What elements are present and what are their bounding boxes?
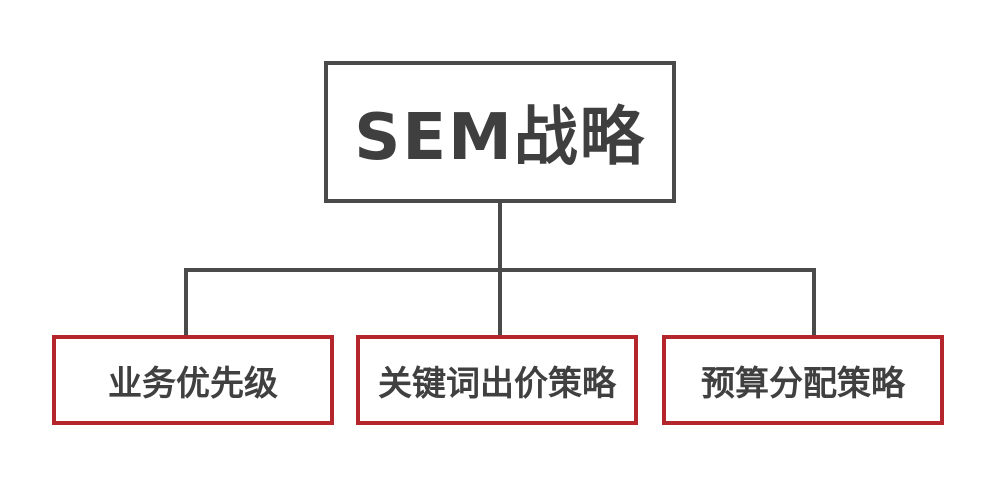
root-title: SEM战略 [354, 101, 646, 175]
child-label: 关键词出价策略 [378, 363, 616, 404]
child-label: 业务优先级 [108, 363, 278, 404]
root-node: SEM战略 [324, 61, 676, 203]
child-node-budget-allocation: 预算分配策略 [662, 335, 944, 425]
child-node-business-priority: 业务优先级 [52, 335, 334, 425]
child-label: 预算分配策略 [701, 363, 905, 404]
child-node-keyword-bidding: 关键词出价策略 [356, 335, 638, 425]
